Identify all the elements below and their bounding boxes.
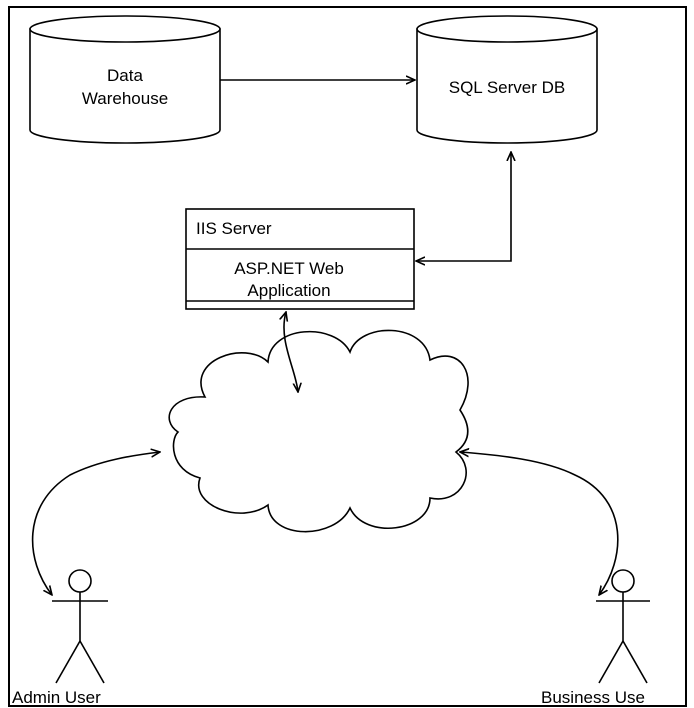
data-warehouse-label-line1: Data (107, 66, 143, 85)
cloud-shape (168, 329, 469, 533)
sql-to-iis-connector (416, 152, 511, 261)
business-to-cloud-connector (460, 452, 619, 595)
iis-to-cloud-connector (284, 312, 298, 392)
admin-user-actor-icon (52, 569, 108, 684)
aspnet-app-label-line1: ASP.NET Web (234, 259, 344, 278)
aspnet-app-label-line2: Application (247, 281, 330, 300)
admin-to-cloud-connector (31, 452, 160, 595)
iis-server-title: IIS Server (196, 219, 272, 238)
data-warehouse-node: Data Warehouse (29, 15, 221, 144)
iis-server-node: IIS Server ASP.NET Web Application (185, 208, 415, 310)
business-user-label: Business Use (541, 688, 645, 707)
business-user-actor-icon (596, 569, 650, 684)
sql-server-db-label: SQL Server DB (449, 78, 566, 97)
admin-user-label: Admin User (12, 688, 101, 707)
sql-server-db-node: SQL Server DB (416, 15, 598, 144)
data-warehouse-label-line2: Warehouse (82, 89, 168, 108)
diagram-frame (8, 6, 687, 707)
